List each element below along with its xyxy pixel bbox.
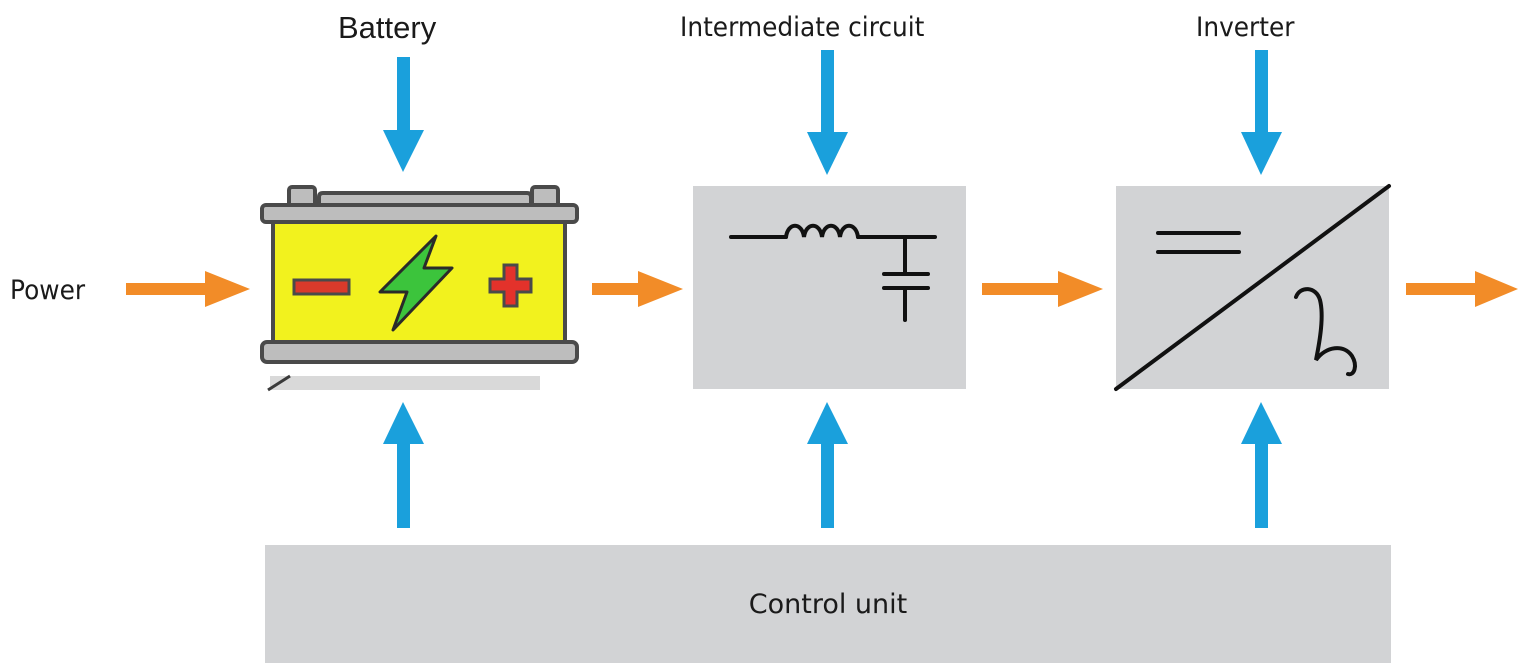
lc-filter-icon (729, 223, 937, 322)
control-unit-block: Control unit (265, 545, 1391, 663)
signal-arrow-up-inverter (1241, 402, 1282, 528)
signal-arrow-down-battery (383, 57, 424, 172)
power-arrow-intermediate-to-inverter (982, 271, 1103, 307)
power-label: Power (10, 275, 86, 306)
power-arrow-battery-to-intermediate (592, 271, 683, 307)
battery-label: Battery (338, 10, 437, 45)
control-unit-label: Control unit (748, 589, 908, 620)
signal-arrow-up-battery (383, 402, 424, 528)
intermediate-circuit-label: Intermediate circuit (680, 12, 925, 43)
power-arrow-output (1406, 271, 1518, 307)
power-arrow-input (126, 271, 250, 307)
battery-icon (260, 185, 579, 392)
inverter-label: Inverter (1196, 12, 1295, 43)
signal-arrow-down-inverter (1241, 50, 1282, 175)
signal-arrow-down-intermediate (807, 50, 848, 175)
dc-ac-inverter-icon (1114, 184, 1391, 391)
signal-arrow-up-intermediate (807, 402, 848, 528)
